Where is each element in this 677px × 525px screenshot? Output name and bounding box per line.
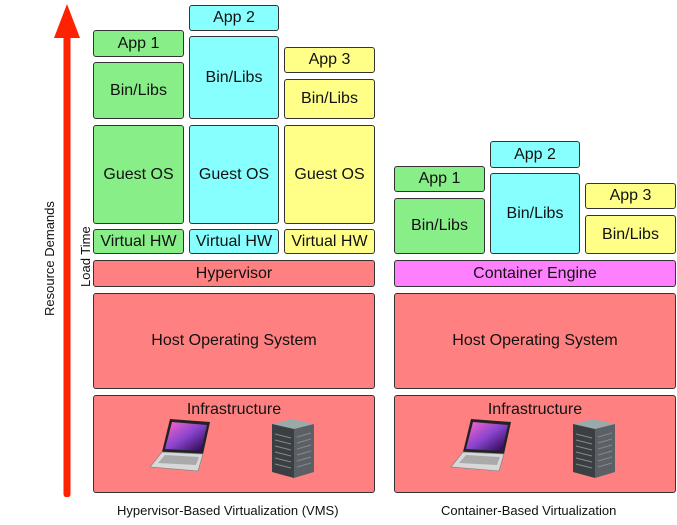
vm-host-os: Host Operating System — [93, 293, 375, 389]
ct-binlibs2: Bin/Libs — [490, 173, 580, 254]
laptop-icon — [149, 419, 210, 472]
server-rack-icon — [573, 419, 615, 478]
server-rack-icon — [272, 419, 314, 478]
vm-hypervisor: Hypervisor — [93, 260, 375, 287]
resource-demands-label: Resource Demands — [42, 201, 57, 316]
ct-app2: App 2 — [490, 141, 580, 168]
ct-container-engine: Container Engine — [394, 260, 676, 287]
vm-app3: App 3 — [284, 47, 375, 73]
ct-binlibs3: Bin/Libs — [585, 215, 676, 254]
ct-app3: App 3 — [585, 183, 676, 209]
ct-host-os: Host Operating System — [394, 293, 676, 389]
ct-infrastructure: Infrastructure — [394, 395, 676, 493]
vm-binlibs3: Bin/Libs — [284, 79, 375, 119]
ct-app1: App 1 — [394, 166, 485, 192]
vm-virtual-hw3: Virtual HW — [284, 229, 375, 254]
laptop-icon — [450, 419, 511, 472]
ct-caption: Container-Based Virtualization — [441, 503, 617, 518]
vm-app1: App 1 — [93, 30, 184, 57]
load-time-label: Load Time — [78, 226, 93, 287]
vm-app2: App 2 — [189, 5, 279, 31]
vm-binlibs2: Bin/Libs — [189, 36, 279, 119]
vm-virtual-hw1: Virtual HW — [93, 229, 184, 254]
resource-demands-arrow — [54, 4, 80, 497]
vm-infrastructure: Infrastructure — [93, 395, 375, 493]
vm-guestos3: Guest OS — [284, 125, 375, 224]
vm-guestos1: Guest OS — [93, 125, 184, 224]
vm-caption: Hypervisor-Based Virtualization (VMS) — [117, 503, 339, 518]
vm-guestos2: Guest OS — [189, 125, 279, 224]
ct-binlibs1: Bin/Libs — [394, 198, 485, 254]
vm-virtual-hw2: Virtual HW — [189, 229, 279, 254]
vm-binlibs1: Bin/Libs — [93, 62, 184, 119]
